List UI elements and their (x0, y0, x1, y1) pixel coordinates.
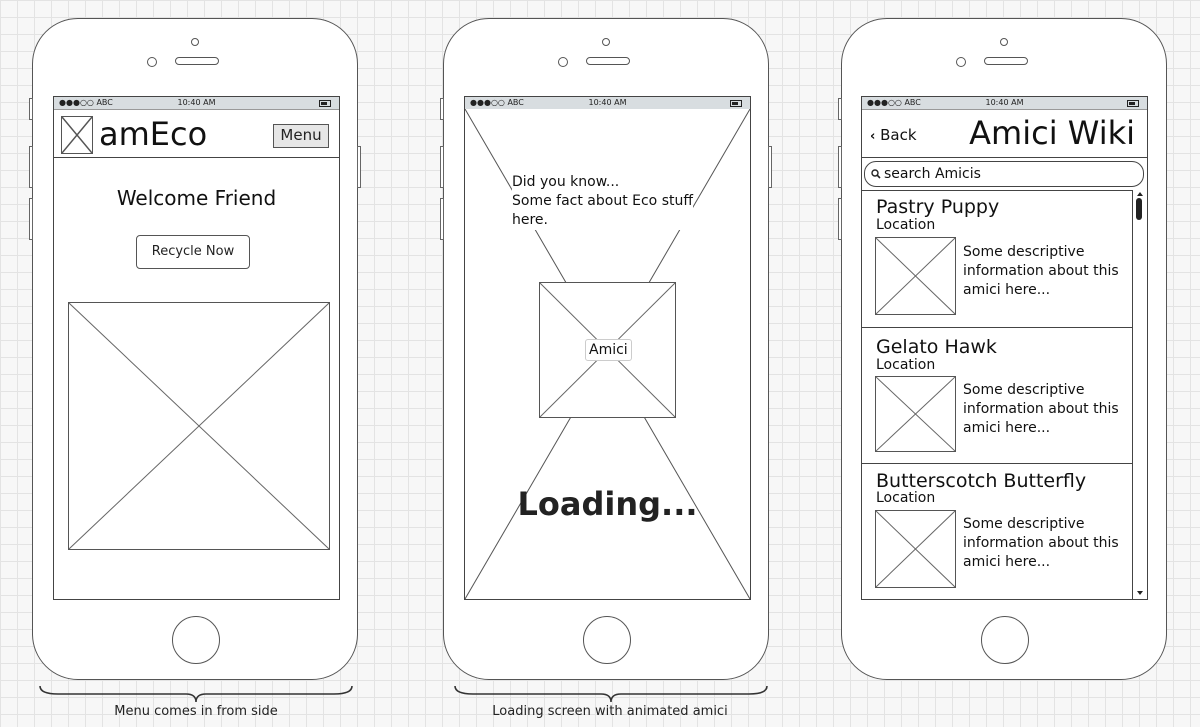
battery-icon (1127, 100, 1139, 107)
scroll-down-icon (1137, 591, 1143, 595)
amici-description: Some descriptive information about this … (963, 244, 1119, 298)
page-title: Amici Wiki (969, 114, 1135, 152)
loading-text: Loading... (517, 485, 698, 523)
mute-switch (440, 98, 444, 120)
fact-line: Some fact about Eco stuff (512, 193, 694, 209)
fact-text: Did you know... Some fact about Eco stuf… (512, 173, 694, 230)
power-button (357, 146, 361, 188)
volume-down-button (440, 198, 444, 240)
list-item[interactable]: Pastry Puppy Location Some descriptive i… (862, 191, 1132, 328)
status-bar: ●●●○○ ABC 10:40 AM (54, 97, 339, 110)
mute-switch (838, 98, 842, 120)
caption-loading-screen: Loading screen with animated amici (492, 704, 728, 719)
signal-indicator: ●●●○○ ABC (59, 98, 113, 107)
amici-description: Some descriptive information about this … (963, 516, 1119, 570)
chevron-left-icon: ‹ (870, 129, 876, 144)
menu-button[interactable]: Menu (273, 124, 329, 148)
recycle-now-button[interactable]: Recycle Now (136, 235, 250, 269)
signal-indicator: ●●●○○ ABC (470, 98, 524, 107)
wiki-screen: ●●●○○ ABC 10:40 AM ‹ Back Amici Wiki sea… (861, 96, 1148, 600)
search-box[interactable]: search Amicis (864, 161, 1144, 187)
hero-image-placeholder (68, 302, 330, 550)
amici-thumbnail (875, 376, 956, 452)
search-icon (871, 169, 881, 179)
logo-image-placeholder (61, 116, 93, 154)
fact-line: Did you know... (512, 174, 620, 190)
volume-up-button (440, 146, 444, 188)
power-button (768, 146, 772, 188)
back-label: Back (880, 126, 917, 144)
home-screen: ●●●○○ ABC 10:40 AM amEco Menu Welcome Fr… (53, 96, 340, 600)
home-button[interactable] (981, 616, 1029, 664)
front-camera (956, 57, 966, 67)
search-input: search Amicis (884, 166, 981, 182)
proximity-sensor (191, 38, 199, 46)
battery-icon (319, 100, 331, 107)
back-link[interactable]: ‹ Back (870, 126, 917, 144)
app-title: amEco (99, 115, 208, 153)
amici-location: Location (876, 217, 936, 233)
amici-name: Pastry Puppy (876, 196, 1000, 218)
signal-indicator: ●●●○○ ABC (867, 98, 921, 107)
front-camera (558, 57, 568, 67)
wiki-header (862, 109, 1147, 158)
caption-brace-1 (39, 685, 353, 703)
amici-name: Gelato Hawk (876, 336, 997, 358)
speaker-grille (175, 57, 219, 65)
volume-up-button (838, 146, 842, 188)
status-time: 10:40 AM (177, 98, 216, 107)
amici-location: Location (876, 490, 936, 506)
mute-switch (29, 98, 33, 120)
speaker-grille (984, 57, 1028, 65)
proximity-sensor (1000, 38, 1008, 46)
amici-description: Some descriptive information about this … (963, 382, 1119, 436)
status-time: 10:40 AM (588, 98, 627, 107)
amici-label: Amici (585, 339, 632, 361)
status-time: 10:40 AM (985, 98, 1024, 107)
loading-screen: ●●●○○ ABC 10:40 AM Did you know... Some … (464, 96, 751, 600)
list-item[interactable]: Butterscotch Butterfly Location Some des… (862, 464, 1132, 599)
home-button[interactable] (172, 616, 220, 664)
front-camera (147, 57, 157, 67)
scrollbar-thumb[interactable] (1136, 198, 1142, 220)
fact-line: here. (512, 212, 548, 228)
volume-up-button (29, 146, 33, 188)
volume-down-button (838, 198, 842, 240)
amici-thumbnail (875, 510, 956, 588)
status-bar: ●●●○○ ABC 10:40 AM (862, 97, 1147, 110)
caption-home-screen: Menu comes in from side (114, 704, 278, 719)
amici-location: Location (876, 357, 936, 373)
battery-icon (730, 100, 742, 107)
welcome-heading: Welcome Friend (116, 186, 277, 210)
scroll-up-icon (1137, 192, 1143, 196)
volume-down-button (29, 198, 33, 240)
proximity-sensor (602, 38, 610, 46)
list-item[interactable]: Gelato Hawk Location Some descriptive in… (862, 328, 1132, 464)
amici-name: Butterscotch Butterfly (876, 470, 1087, 492)
speaker-grille (586, 57, 630, 65)
caption-brace-2 (454, 685, 768, 703)
amici-list: Pastry Puppy Location Some descriptive i… (862, 190, 1133, 599)
list-scrollbar[interactable] (1133, 190, 1147, 599)
amici-thumbnail (875, 237, 956, 315)
home-button[interactable] (583, 616, 631, 664)
app-header (54, 109, 339, 158)
